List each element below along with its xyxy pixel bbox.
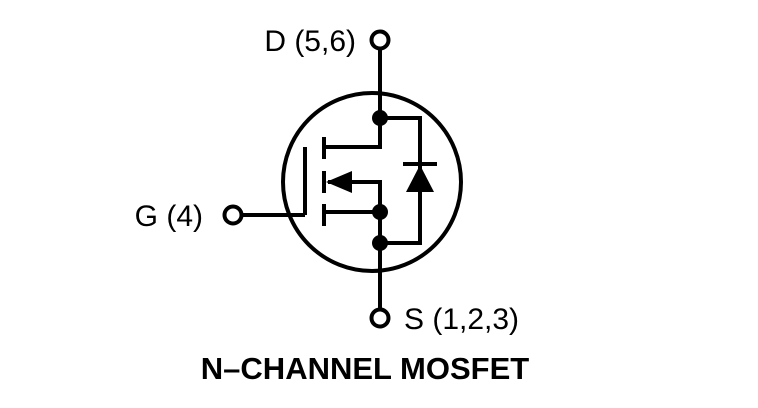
substrate-arrow-icon xyxy=(326,171,352,193)
gate-terminal xyxy=(222,204,244,226)
drain-terminal xyxy=(369,29,391,51)
body-diode-triangle xyxy=(406,165,434,192)
gate-label: G (4) xyxy=(135,200,203,233)
drain-lead-wire xyxy=(324,48,382,149)
drain-label: D (5,6) xyxy=(264,25,356,58)
transistor-body-circle xyxy=(281,91,463,273)
body-connection-wire xyxy=(328,180,382,212)
diode-junction-dot xyxy=(372,235,388,251)
source-terminal xyxy=(369,307,391,329)
source-junction-dot xyxy=(372,204,388,220)
figure-caption: N–CHANNEL MOSFET xyxy=(201,351,529,386)
drain-junction-dot xyxy=(372,110,388,126)
source-label: S (1,2,3) xyxy=(404,303,519,336)
